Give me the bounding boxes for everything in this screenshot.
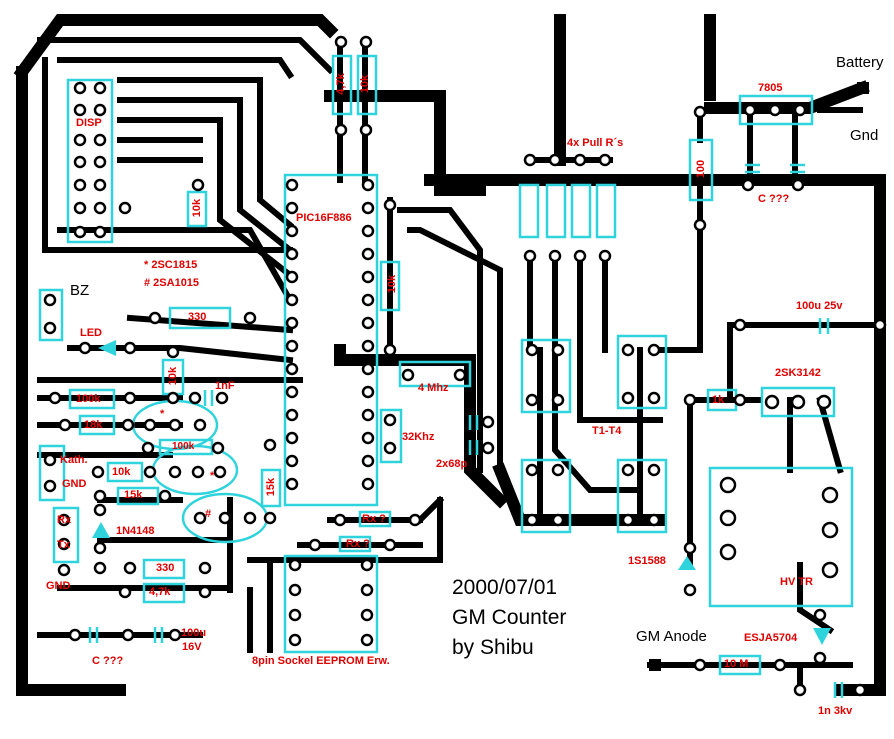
- title-author: by Shibu: [452, 636, 534, 659]
- r10k-right-label: 10k: [386, 274, 398, 294]
- c1nf-label: 1nF: [215, 380, 235, 392]
- r10k-disp-label: 10k: [191, 198, 203, 218]
- star-b-label: *: [210, 470, 215, 482]
- r10m-label: 10 M: [724, 658, 749, 670]
- rx-q2-label: Rx ?: [346, 538, 370, 550]
- bz-label: BZ: [70, 282, 90, 299]
- r100k-b-label: 100k: [172, 441, 195, 452]
- led-label: LED: [80, 327, 102, 339]
- star-a-label: *: [160, 408, 165, 420]
- diode1-label: 1N4148: [116, 525, 155, 537]
- c-reg-label: C ???: [758, 193, 790, 205]
- regulator-label: 7805: [758, 82, 783, 94]
- r330-b-label: 330: [156, 562, 175, 574]
- c100u25-label: 100u 25v: [796, 300, 843, 312]
- mcu-label: PIC16F886: [296, 212, 352, 224]
- trans-pnp-label: # 2SA1015: [144, 277, 200, 289]
- t1t4-label: T1-T4: [592, 425, 622, 437]
- r330-label: 330: [188, 311, 207, 323]
- hvtr-label: HV TR: [780, 576, 813, 588]
- rx-label: Rx: [57, 514, 72, 526]
- c16v-label: 16V: [182, 641, 202, 653]
- r10k-top-label: 10k: [359, 74, 371, 94]
- r10k-low-label: 10k: [112, 466, 131, 478]
- pullups-label: 4x Pull R´s: [567, 137, 624, 149]
- r1k-label: 1k: [712, 394, 725, 406]
- gnd-a-label: GND: [62, 478, 87, 490]
- c1n3kv-label: 1n 3kv: [818, 705, 853, 717]
- hash-label: #: [205, 508, 212, 520]
- battery-label: Battery: [836, 54, 884, 71]
- title-date: 2000/07/01: [452, 576, 558, 599]
- kath-label: Kath.: [60, 454, 88, 466]
- r18k-label: 18k: [84, 419, 103, 431]
- r100-label: 100: [695, 159, 707, 179]
- r4k7-b-label: 4,7k: [149, 586, 171, 598]
- rx-q1-label: Rx ?: [362, 513, 386, 525]
- xtal32-label: 32Khz: [402, 431, 435, 443]
- gm-anode-label: GM Anode: [636, 628, 707, 645]
- r100k-a-label: 100k: [76, 393, 101, 405]
- eeprom-label: 8pin Sockel EEPROM Erw.: [252, 655, 390, 667]
- r15k-b-label: 15k: [265, 477, 277, 497]
- disp-label: DISP: [76, 117, 102, 129]
- xtal4-label: 4 Mhz: [418, 382, 449, 394]
- c2x68p-label: 2x68p: [436, 458, 468, 470]
- title-name: GM Counter: [452, 606, 567, 629]
- diode-zener-label: 1S1588: [628, 555, 666, 567]
- c-bottom-label: C ???: [92, 655, 124, 667]
- r15k-a-label: 15k: [124, 489, 143, 501]
- gnd-label: Gnd: [850, 127, 879, 144]
- gnd-b-label: GND: [46, 580, 71, 592]
- esja-label: ESJA5704: [744, 632, 798, 644]
- r10k-mid-label: 10k: [167, 366, 179, 386]
- c100u-a-label: 100u: [181, 627, 207, 639]
- r4k7-top-label: 4,7k: [335, 73, 347, 95]
- tx-label: Tx: [57, 539, 70, 551]
- trans-npn-label: * 2SC1815: [144, 259, 198, 271]
- fet-label: 2SK3142: [775, 367, 821, 379]
